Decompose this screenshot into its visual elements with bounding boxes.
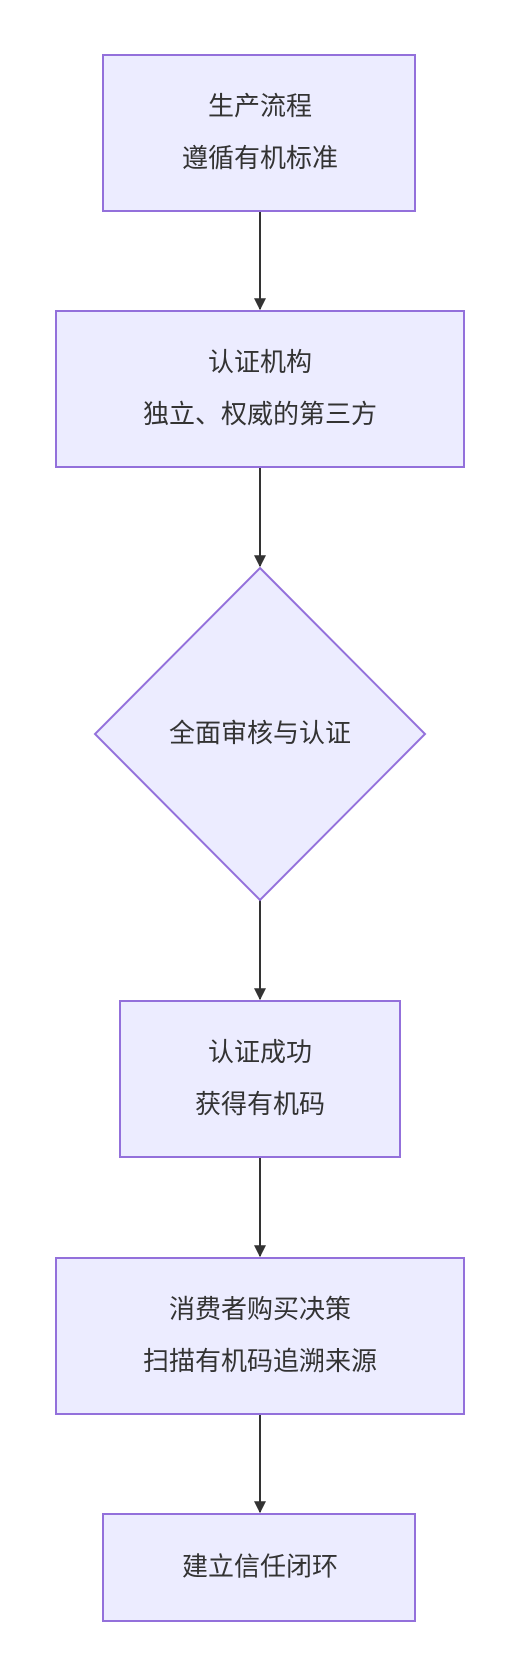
node-label-line: 建立信任闭环	[182, 1553, 338, 1583]
flow-node-review: 全面审核与认证	[93, 566, 427, 902]
process-box	[102, 54, 416, 212]
node-label-line: 遵循有机标准	[182, 144, 338, 174]
node-label-line: 认证成功	[208, 1038, 312, 1068]
process-box	[102, 1513, 416, 1622]
node-label-line: 消费者购买决策	[169, 1295, 351, 1325]
flow-node-trust: 建立信任闭环	[102, 1513, 416, 1622]
node-label-line: 认证机构	[208, 348, 312, 378]
node-label-line: 获得有机码	[195, 1090, 325, 1120]
node-label-line: 独立、权威的第三方	[143, 400, 377, 430]
node-label-line: 生产流程	[208, 92, 312, 122]
process-box	[55, 1257, 465, 1415]
node-label-line: 全面审核与认证	[169, 719, 351, 749]
process-box	[55, 310, 465, 468]
nodes-layer: 生产流程遵循有机标准认证机构独立、权威的第三方全面审核与认证认证成功获得有机码消…	[55, 54, 465, 1622]
process-box	[119, 1000, 401, 1158]
node-label-line: 扫描有机码追溯来源	[143, 1347, 377, 1377]
decision-diamond	[93, 566, 427, 902]
